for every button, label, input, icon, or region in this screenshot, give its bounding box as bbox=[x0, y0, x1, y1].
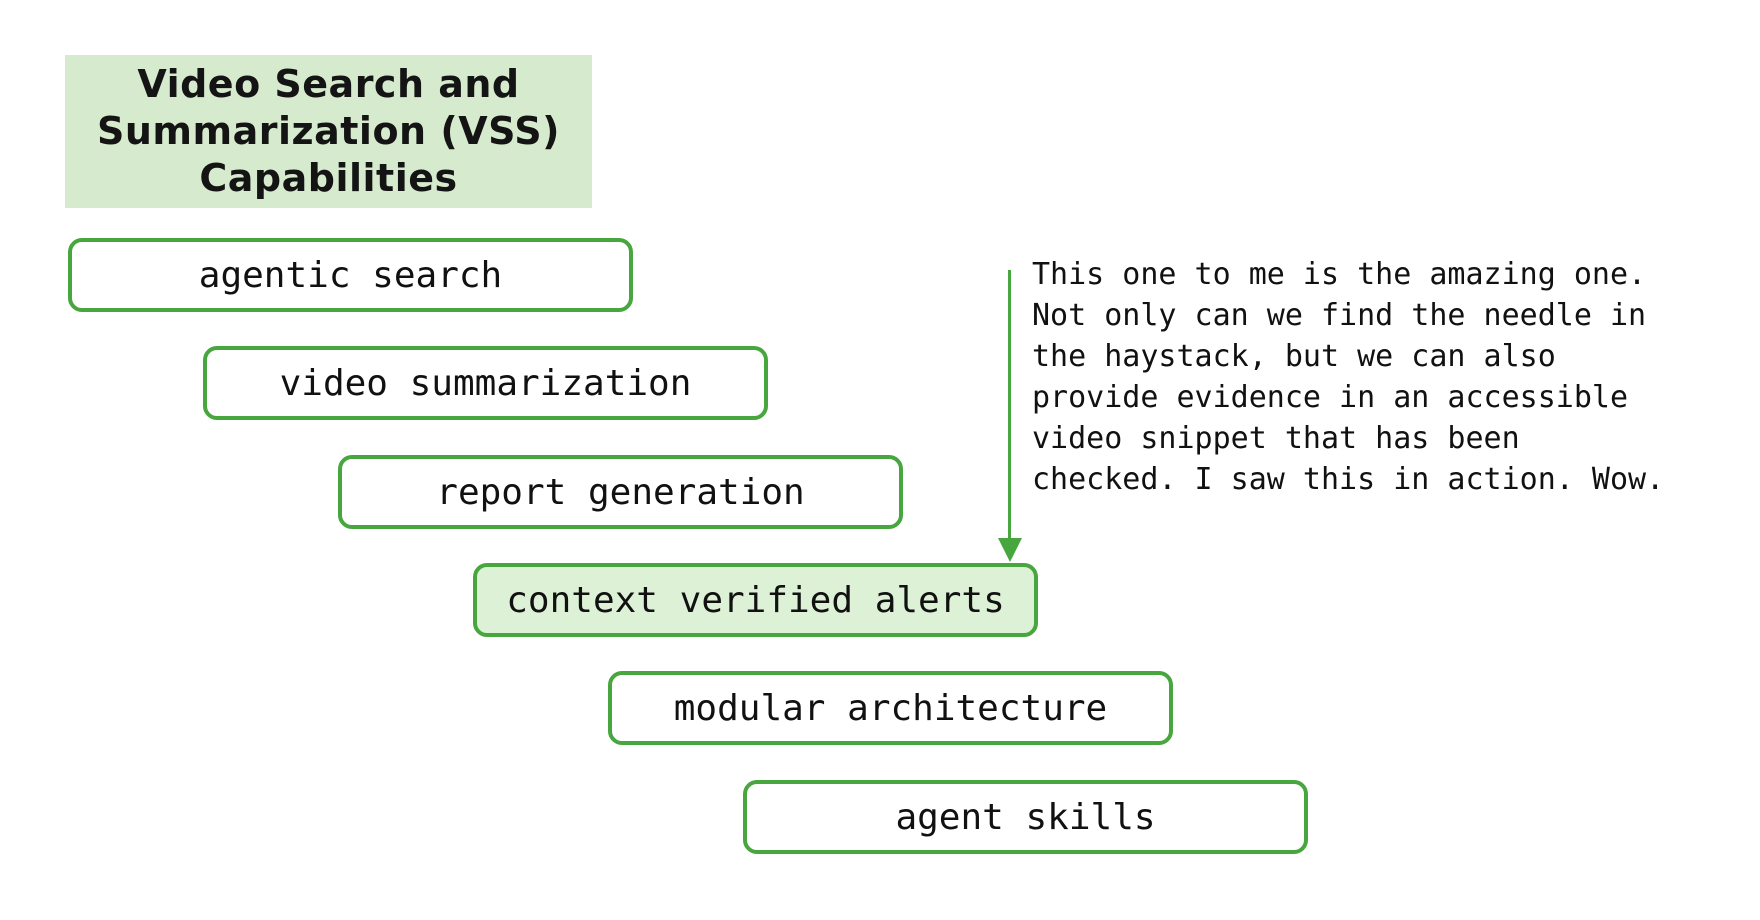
capability-label: video summarization bbox=[279, 362, 692, 404]
capability-node-context-verified-alerts: context verified alerts bbox=[473, 563, 1038, 637]
capability-node-report-generation: report generation bbox=[338, 455, 903, 529]
capability-node-video-summarization: video summarization bbox=[203, 346, 768, 420]
annotation-note: This one to me is the amazing one. Not o… bbox=[1032, 257, 1665, 497]
arrow-line bbox=[1008, 270, 1011, 538]
capability-label: agentic search bbox=[198, 254, 503, 296]
diagram-title: Video Search and Summarization (VSS) Cap… bbox=[65, 55, 592, 208]
capability-label: modular architecture bbox=[673, 687, 1108, 729]
arrow-down-icon bbox=[998, 538, 1022, 562]
capability-node-agentic-search: agentic search bbox=[68, 238, 633, 312]
capability-node-agent-skills: agent skills bbox=[743, 780, 1308, 854]
capability-node-modular-architecture: modular architecture bbox=[608, 671, 1173, 745]
capability-label: report generation bbox=[436, 471, 805, 513]
capability-label: context verified alerts bbox=[506, 579, 1005, 621]
capability-label: agent skills bbox=[895, 796, 1156, 838]
